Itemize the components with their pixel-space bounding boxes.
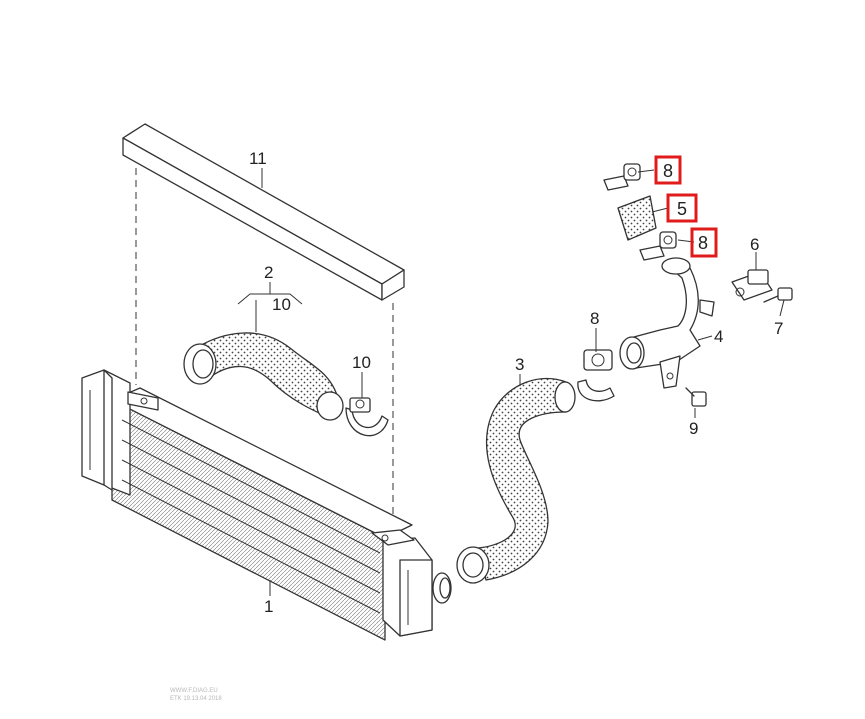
assembly-guide-lines xyxy=(135,168,394,520)
watermark-line-1: WWW.F.DIAG.EU xyxy=(170,688,218,694)
callout-6: 6 xyxy=(750,235,759,254)
hose-clamp xyxy=(345,397,389,437)
gasket xyxy=(617,195,657,241)
lower-hose xyxy=(456,377,576,584)
screw-7 xyxy=(763,287,793,303)
callout-10: 10 xyxy=(352,353,371,372)
callout-2-sub: 10 xyxy=(272,295,291,314)
highlight-8-lower: 8 xyxy=(690,227,718,258)
callout-5: 5 xyxy=(677,199,687,219)
charge-air-pipe xyxy=(619,257,715,389)
intercooler xyxy=(81,369,452,641)
leader-lines xyxy=(237,168,785,596)
mounting-bar xyxy=(122,123,405,301)
callout-11: 11 xyxy=(249,149,267,168)
upper-hose xyxy=(183,332,344,421)
watermark-line-2: ETK 19.13.04 2018 xyxy=(170,696,222,702)
highlight-5: 5 xyxy=(666,193,698,223)
pipe-clamp xyxy=(577,349,615,402)
pressure-sensor xyxy=(731,269,773,301)
callout-2: 2 xyxy=(264,263,273,282)
callout-4: 4 xyxy=(714,327,723,346)
callout-3: 3 xyxy=(515,355,524,374)
callout-8-mid: 8 xyxy=(590,309,599,328)
callout-1: 1 xyxy=(264,597,273,616)
screw-9 xyxy=(685,387,707,407)
callout-8-lower: 8 xyxy=(698,233,708,253)
bolt-lower xyxy=(639,231,677,261)
bolt-top xyxy=(603,163,641,191)
callout-9: 9 xyxy=(689,419,698,438)
highlight-8-top: 8 xyxy=(654,155,682,185)
callout-8-top: 8 xyxy=(663,161,673,181)
callout-7: 7 xyxy=(774,319,783,338)
